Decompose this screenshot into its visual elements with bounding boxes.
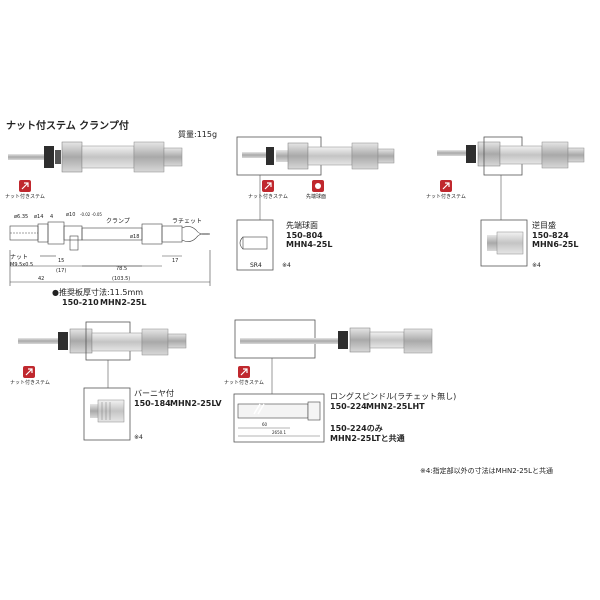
plate-thickness-note: ●推奨板厚寸法:11.5mm [52,288,144,297]
nut-stem-icon [238,366,250,378]
dim-d10: ø10 [66,212,76,218]
main-dimension-drawing [9,221,211,286]
long-variant-code: 150-224 [330,402,367,411]
badge-label-ball-1: ナット付きステム [248,194,288,200]
dim-d4: 4 [50,214,54,220]
reverse-variant-model: MHN6-25L [532,240,579,249]
main-title: ナット付ステム クランプ付 [6,121,129,132]
nut-stem-icon [440,180,452,192]
ball-variant-model: MHN4-25L [286,240,333,249]
main-model: MHN2-25L [100,298,147,307]
long-variant-model: MHN2-25LHT [366,402,425,411]
dim-17-paren: (17) [56,268,67,274]
long-dim-a: 60 [262,422,268,427]
badge-label-main: ナット付きステム [5,194,45,200]
ratchet-label: ラチェット [172,218,203,225]
nut-stem-icon [262,180,274,192]
dim-1035: (103.5) [112,276,131,282]
ball-sr-label: SR4 [250,262,262,269]
ball-tip-icon [312,180,324,192]
vernier-variant-code: 150-184 [134,399,171,408]
long-common-note: MHN2-25LTと共通 [330,434,405,443]
ball-variant-photo [236,136,395,271]
dim-d635: ø6.35 [14,214,29,220]
clamp-label: クランプ [106,218,130,225]
dim-d10-tolerance: -0.02 -0.05 [80,212,102,217]
nut-stem-icon [19,180,31,192]
badge-label-ball-2: 先端球面 [306,194,327,200]
ball-variant-note: ※4 [282,262,291,269]
dim-17: 17 [172,258,179,264]
reverse-variant-photo [437,136,585,267]
mass-label: 質量:115g [178,130,218,139]
reverse-variant-label: 逆目盛 [532,221,556,230]
main-micrometer-photo [8,141,183,173]
main-code: 150-210 [62,298,99,307]
long-spindle-variant-photo [233,319,433,443]
vernier-variant-note: ※4 [134,434,143,441]
nut-stem-icon [23,366,35,378]
dim-d18: ø18 [130,234,140,240]
badge-label-reverse: ナット付きステム [426,194,466,200]
footnote: ※4:指定部以外の寸法はMHN2-25Lと共通 [420,467,554,475]
dim-785: 78.5 [116,266,128,272]
long-only-code: 150-224のみ [330,424,383,433]
badge-label-vernier: ナット付きステム [10,380,50,386]
badge-label-long: ナット付きステム [224,380,264,386]
vernier-variant-model: MHN2-25LV [170,399,222,408]
dim-d14: ø14 [34,214,44,220]
vernier-variant-label: バーニヤ付 [134,389,174,398]
vernier-variant-photo [18,321,187,441]
reverse-variant-note: ※4 [532,262,541,269]
dim-15: 15 [58,258,65,264]
reverse-variant-code: 150-824 [532,231,569,240]
ball-variant-code: 150-804 [286,231,323,240]
long-variant-label: ロングスピンドル(ラチェット無し) [330,392,457,401]
ball-variant-label: 先端球面 [286,221,318,230]
nut-label: ナット [10,254,29,261]
long-dim-b: 2650.1 [272,430,286,435]
thread-label: M9.5x0.5 [10,262,34,268]
dim-42: 42 [38,276,45,282]
